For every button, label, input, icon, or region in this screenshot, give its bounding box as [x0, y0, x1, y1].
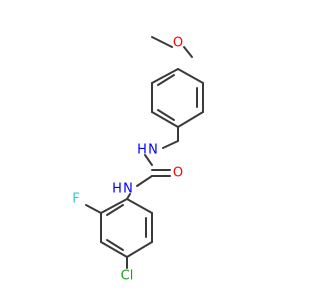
bond-carbonyl-n	[136, 175, 153, 187]
atom-label-oxygen-methoxy: O	[173, 36, 183, 51]
bond-ring-a-6	[151, 68, 179, 84]
bond-n-carbonyl	[144, 154, 153, 166]
bond-ring-b-6	[100, 198, 128, 214]
atom-label-nitrogen-aryl: N	[123, 182, 133, 197]
bond-ring-a-1	[177, 68, 204, 84]
bond-ring-b-inner-3	[106, 204, 124, 216]
bond-ring-a-inner-2	[157, 109, 175, 121]
bond-o-ring	[183, 46, 193, 58]
atom-label-set: O N H O N H F Cl	[72, 36, 183, 284]
bond-methyl-o	[151, 36, 173, 48]
atom-label-nitrogen-benzyl: N	[148, 143, 158, 158]
bond-ring-b-4	[100, 241, 128, 258]
atom-label-hydrogen-aryl: H	[112, 182, 122, 197]
bond-ring-a-3	[177, 111, 204, 128]
bond-ring-b-1	[126, 198, 153, 214]
bond-ring-a-inner-3	[157, 74, 175, 86]
atom-label-hydrogen-benzyl: H	[137, 143, 147, 158]
atom-label-chlorine: Cl	[121, 269, 134, 284]
bond-set	[85, 36, 204, 269]
bond-ch2-n	[162, 140, 179, 149]
molecule-structure: O N H O N H F Cl	[72, 36, 204, 284]
bond-ring-f	[85, 204, 102, 214]
bond-ring-b-3	[126, 241, 153, 258]
atom-label-oxygen-carbonyl: O	[173, 166, 183, 181]
bond-ring-b-inner-2	[106, 239, 124, 251]
bond-ring-a-4	[151, 111, 179, 128]
atom-label-fluorine: F	[72, 192, 79, 207]
